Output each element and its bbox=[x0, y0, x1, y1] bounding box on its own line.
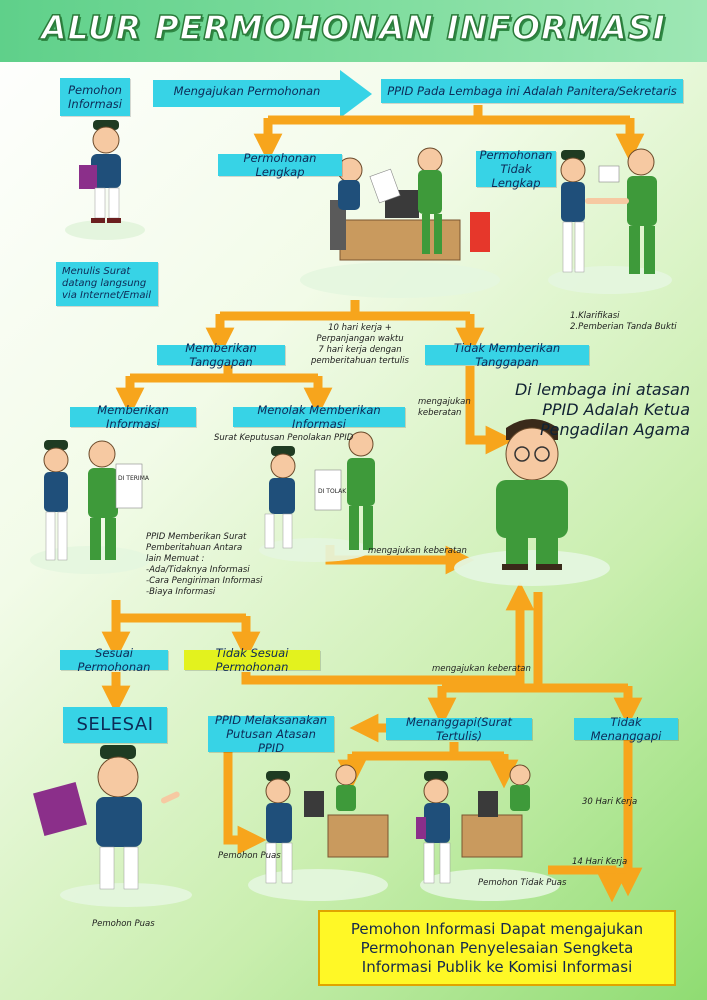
box-selesai: SELESAI bbox=[63, 707, 167, 743]
arrow-info-split bbox=[111, 600, 246, 623]
di-tolak-label: DI TOLAK bbox=[318, 488, 347, 495]
note-klarifikasi: 1.Klarifikasi 2.Pemberian Tanda Bukti bbox=[570, 311, 677, 333]
mengajukan-permohonan-label: Mengajukan Permohonan bbox=[173, 84, 321, 98]
note-ppid-surat-4: -Ada/Tidaknya Informasi bbox=[146, 565, 250, 575]
menolak-memberikan-informasi-label: Menolak Memberikan Informasi bbox=[257, 403, 381, 431]
box-menulis-surat: Menulis Surat datang langsung via Intern… bbox=[56, 262, 158, 306]
note-tiga-puluh-hari: 30 Hari Kerja bbox=[582, 797, 638, 807]
note-keberatan-top-2: keberatan bbox=[418, 408, 462, 418]
permohonan-tidak-lengkap-label: Permohonan Tidak Lengkap bbox=[479, 148, 553, 190]
ppid-melaksanakan-label: PPID Melaksanakan Putusan Atasan PPID bbox=[214, 713, 328, 755]
memberikan-informasi-scene bbox=[30, 440, 150, 574]
final-line-3: Informasi Publik ke Komisi Informasi bbox=[361, 957, 633, 976]
mengajukan-big-arrow bbox=[153, 70, 372, 118]
ppid-panitera-label: PPID Pada Lembaga ini Adalah Panitera/Se… bbox=[387, 84, 677, 98]
office-scene-lengkap bbox=[300, 147, 500, 298]
pemohon-tidak-puas-scene bbox=[416, 764, 560, 901]
box-tidak-memberikan-tanggapan: Tidak Memberikan Tanggapan bbox=[425, 341, 589, 369]
note-sepuluh-hari-3: 7 hari kerja dengan bbox=[318, 345, 402, 355]
di-terima-label: DI TERIMA bbox=[118, 475, 150, 482]
note-sepuluh-hari-4: pemberitahuan tertulis bbox=[311, 356, 409, 366]
note-ppid-surat-2: Pemberitahuan Antara bbox=[146, 543, 243, 553]
pemohon-puas-selesai-figure bbox=[33, 745, 192, 907]
atasan-ppid-caption: Di lembaga ini atasan PPID Adalah Ketua … bbox=[480, 380, 690, 440]
handshake-scene bbox=[548, 148, 672, 294]
box-permohonan-tidak-lengkap: Permohonan Tidak Lengkap bbox=[476, 148, 556, 190]
box-ppid-panitera: PPID Pada Lembaga ini Adalah Panitera/Se… bbox=[381, 79, 683, 103]
final-line-1: Pemohon Informasi Dapat mengajukan bbox=[350, 919, 644, 938]
note-pemohon-tidak-puas: Pemohon Tidak Puas bbox=[478, 878, 567, 888]
note-empat-belas-hari: 14 Hari Kerja bbox=[572, 857, 628, 867]
box-pemohon-informasi: Pemohon Informasi bbox=[60, 78, 130, 116]
final-line-2: Permohonan Penyelesaian Sengketa bbox=[360, 938, 634, 957]
box-menanggapi: Menanggapi(Surat Tertulis) bbox=[386, 715, 532, 743]
note-mengajukan-keberatan-mid: mengajukan keberatan bbox=[368, 546, 467, 556]
arrow-mid-split bbox=[220, 300, 470, 321]
box-menolak-memberikan-informasi: Menolak Memberikan Informasi bbox=[233, 403, 405, 431]
tidak-sesuai-permohonan-label: Tidak Sesuai Permohonan bbox=[215, 646, 289, 674]
arrow-ppid-split bbox=[268, 105, 630, 125]
note-pemohon-puas-left: Pemohon Puas bbox=[92, 919, 155, 929]
note-ppid-surat-1: PPID Memberikan Surat bbox=[146, 532, 247, 542]
pemohon-informasi-label: Pemohon Informasi bbox=[68, 83, 122, 111]
menulis-surat-label: Menulis Surat datang langsung via Intern… bbox=[62, 266, 151, 301]
note-mengajukan-keberatan-low: mengajukan keberatan bbox=[432, 664, 531, 674]
tidak-menanggapi-label: Tidak Menanggapi bbox=[590, 715, 662, 743]
memberikan-informasi-label: Memberikan Informasi bbox=[97, 403, 169, 431]
note-ppid-surat-3: lain Memuat : bbox=[146, 554, 205, 564]
note-sepuluh-hari-1: 10 hari kerja + bbox=[328, 323, 392, 333]
selesai-label: SELESAI bbox=[76, 714, 154, 735]
pemohon-figure bbox=[65, 120, 145, 240]
arrow-atasan-down bbox=[442, 592, 628, 693]
note-pemohon-puas-mid: Pemohon Puas bbox=[218, 851, 281, 861]
box-permohonan-lengkap: Permohonan Lengkap bbox=[218, 151, 342, 179]
atasan-line-2: PPID Adalah Ketua bbox=[542, 400, 690, 419]
box-ppid-melaksanakan: PPID Melaksanakan Putusan Atasan PPID bbox=[208, 713, 334, 755]
note-klarifikasi-1: 1.Klarifikasi bbox=[570, 311, 620, 321]
arrow-tidak-puas-to-final bbox=[548, 865, 627, 903]
sesuai-permohonan-label: Sesuai Permohonan bbox=[77, 646, 151, 674]
box-memberikan-informasi: Memberikan Informasi bbox=[70, 403, 196, 431]
box-tidak-menanggapi: Tidak Menanggapi bbox=[574, 715, 678, 743]
arrow-tidak-memberikan-to-atasan bbox=[465, 366, 515, 455]
arrow-menanggapi-split bbox=[352, 742, 504, 761]
atasan-line-1: Di lembaga ini atasan bbox=[514, 380, 690, 399]
menolak-scene bbox=[259, 431, 375, 562]
note-ppid-surat-5: -Cara Pengiriman Informasi bbox=[146, 576, 263, 586]
page-title: ALUR PERMOHONAN INFORMASI bbox=[40, 7, 666, 48]
note-mengajukan-keberatan-top: mengajukan keberatan bbox=[418, 397, 471, 419]
box-mengajukan-permohonan: Mengajukan Permohonan bbox=[158, 80, 336, 102]
box-memberikan-tanggapan: Memberikan Tanggapan bbox=[157, 341, 285, 369]
note-sepuluh-hari-2: Perpanjangan waktu bbox=[316, 334, 404, 344]
tidak-memberikan-tanggapan-label: Tidak Memberikan Tanggapan bbox=[453, 341, 561, 369]
box-sesuai-permohonan: Sesuai Permohonan bbox=[60, 646, 168, 674]
permohonan-lengkap-label: Permohonan Lengkap bbox=[243, 151, 317, 179]
note-sepuluh-hari: 10 hari kerja + Perpanjangan waktu 7 har… bbox=[300, 323, 420, 367]
final-komisi-informasi-box: Pemohon Informasi Dapat mengajukan Permo… bbox=[318, 910, 676, 986]
title-bar bbox=[0, 0, 707, 62]
note-ppid-surat-6: -Biaya Informasi bbox=[146, 587, 216, 597]
atasan-ketua-figure bbox=[454, 419, 610, 586]
arrow-tidak-sesuai-keberatan bbox=[241, 581, 535, 685]
arrow-ppid-melaksanakan-down bbox=[223, 752, 267, 855]
pemohon-puas-mid-scene bbox=[248, 764, 389, 901]
note-ppid-surat: PPID Memberikan Surat Pemberitahuan Anta… bbox=[146, 532, 262, 598]
box-tidak-sesuai-permohonan: Tidak Sesuai Permohonan bbox=[184, 646, 320, 674]
atasan-line-3: Pengadilan Agama bbox=[540, 420, 690, 439]
menanggapi-label: Menanggapi(Surat Tertulis) bbox=[405, 715, 513, 743]
memberikan-tanggapan-label: Memberikan Tanggapan bbox=[185, 341, 257, 369]
note-klarifikasi-2: 2.Pemberian Tanda Bukti bbox=[570, 322, 677, 332]
note-surat-keputusan: Surat Keputusan Penolakan PPID bbox=[214, 433, 354, 443]
note-keberatan-top-1: mengajukan bbox=[418, 397, 471, 407]
